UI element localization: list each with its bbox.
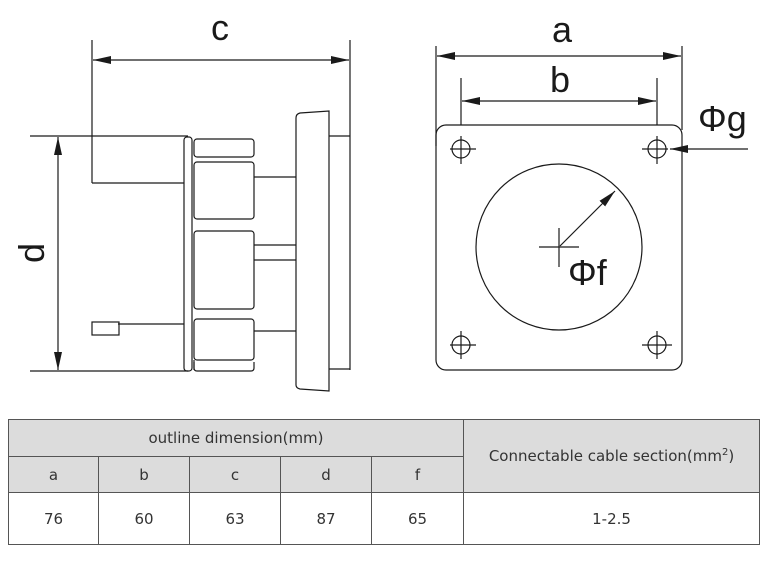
nut-segment bbox=[193, 230, 255, 310]
table-column-row: a b c d f bbox=[8, 456, 760, 493]
f-radius-line bbox=[559, 190, 616, 247]
dimension-table: outline dimension(mm) Connectable cable … bbox=[7, 419, 760, 545]
cable-tab bbox=[91, 321, 120, 336]
value-c: 63 bbox=[189, 492, 281, 545]
table-row: 76 60 63 87 65 1-2.5 bbox=[8, 492, 760, 545]
label-c: c bbox=[211, 7, 229, 48]
column-header-c: c bbox=[189, 456, 281, 493]
mounting-flange bbox=[295, 110, 330, 392]
mounting-hole bbox=[642, 331, 672, 359]
outline-dimension-header: outline dimension(mm) bbox=[7, 419, 465, 457]
column-header-a: a bbox=[8, 456, 99, 493]
cable-unit-close: ) bbox=[728, 447, 735, 465]
value-a: 76 bbox=[8, 492, 99, 545]
label-b: b bbox=[550, 59, 570, 100]
mounting-hole bbox=[642, 136, 668, 164]
center-opening bbox=[475, 163, 643, 331]
nut-segment bbox=[193, 161, 255, 220]
cable-unit-sup: 2 bbox=[721, 447, 729, 458]
dimension-drawing: c d a b Φg Φf bbox=[11, 7, 748, 392]
cable-unit-open: (mm bbox=[686, 447, 722, 465]
value-cable-section: 1-2.5 bbox=[463, 492, 760, 545]
nut-segment bbox=[193, 138, 255, 158]
nut-segment bbox=[193, 318, 255, 361]
cable-section-label: Connectable cable section bbox=[488, 447, 687, 465]
column-header-f: f bbox=[370, 456, 465, 493]
side-view bbox=[30, 40, 351, 392]
label-phi-g: Φg bbox=[698, 98, 747, 139]
column-header-b: b bbox=[98, 456, 190, 493]
mounting-plate bbox=[435, 124, 683, 371]
label-d: d bbox=[11, 243, 52, 263]
label-a: a bbox=[552, 9, 573, 50]
value-d: 87 bbox=[280, 492, 372, 545]
nut-outline bbox=[193, 362, 255, 372]
locking-ring bbox=[183, 136, 193, 372]
value-f: 65 bbox=[370, 492, 465, 545]
cable-section-header: Connectable cable section(mm2) bbox=[463, 419, 760, 493]
table-header-row: outline dimension(mm) Connectable cable … bbox=[7, 419, 760, 493]
value-b: 60 bbox=[98, 492, 190, 545]
label-phi-f: Φf bbox=[568, 252, 608, 293]
column-header-d: d bbox=[280, 456, 372, 493]
mounting-hole bbox=[450, 331, 476, 359]
front-view bbox=[435, 46, 748, 371]
mounting-hole bbox=[450, 136, 476, 164]
